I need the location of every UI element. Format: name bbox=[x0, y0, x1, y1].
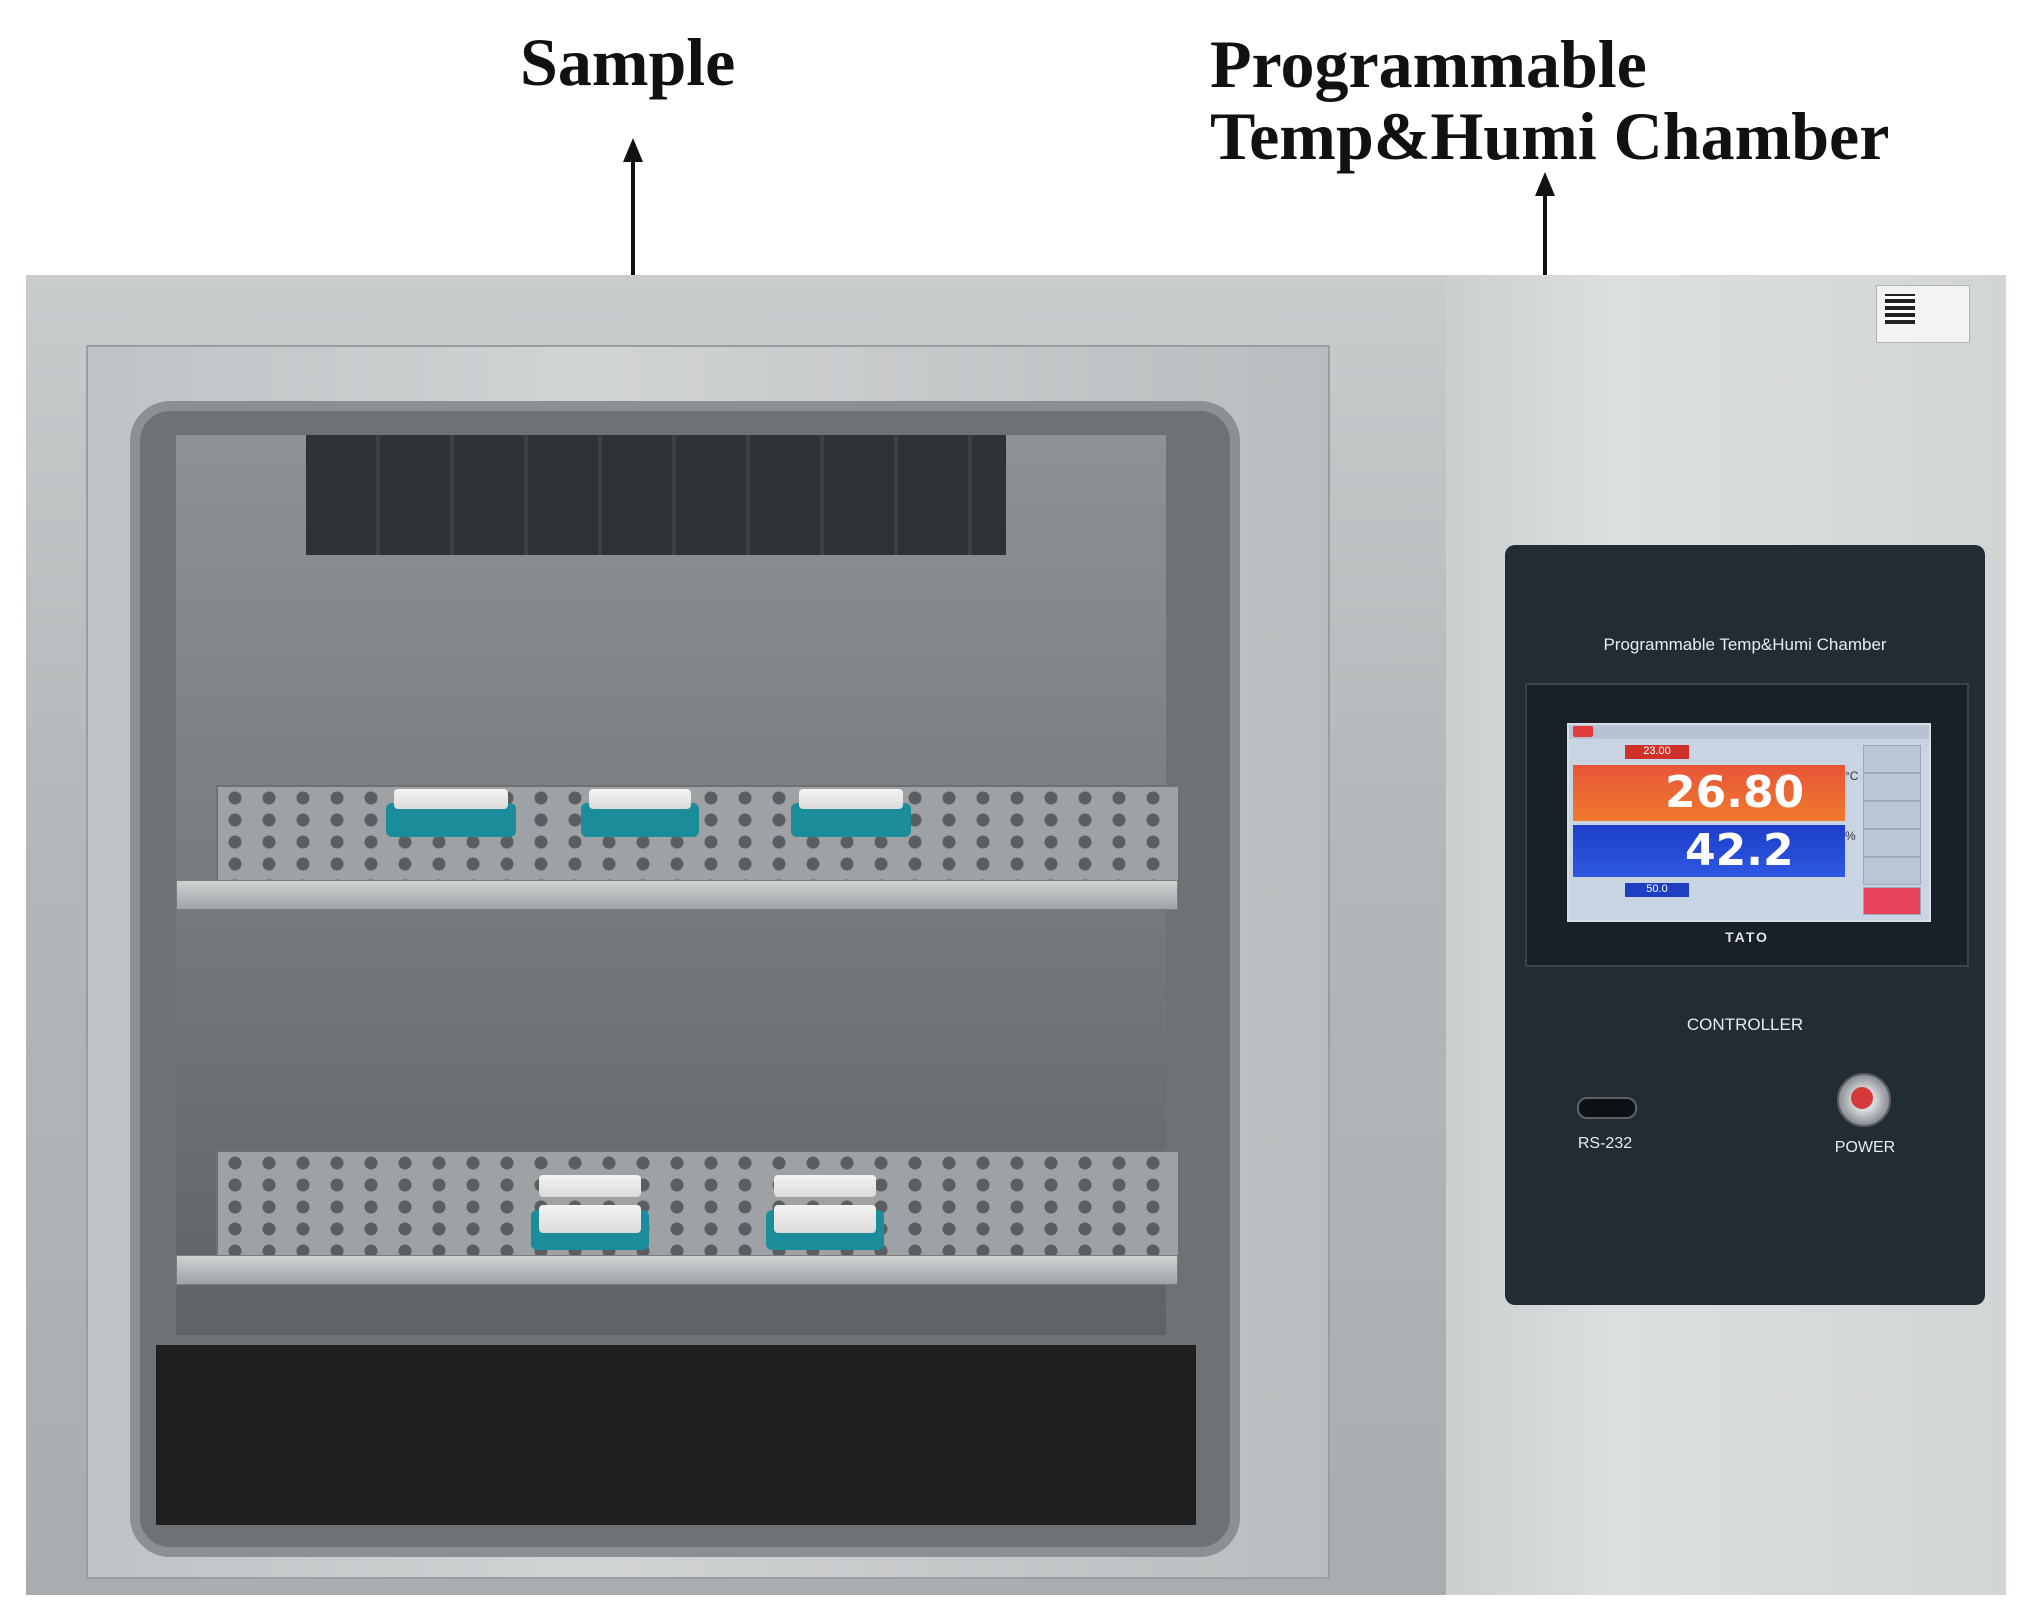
sample-specimen bbox=[394, 789, 508, 809]
humidity-setpoint: 50.0 bbox=[1625, 883, 1689, 897]
upper-shelf bbox=[216, 785, 1180, 889]
chamber-caption: Programmable Temp&Humi Chamber bbox=[1210, 28, 1889, 172]
sample-specimen bbox=[774, 1205, 876, 1233]
touchscreen-bezel: 23.00 26.80 °C 42.2 % 50.0 TATO bbox=[1525, 683, 1969, 967]
humidity-unit: % bbox=[1845, 829, 1856, 843]
humidity-reading: 42.2 bbox=[1685, 825, 1794, 876]
screen-menu-button[interactable] bbox=[1863, 745, 1921, 773]
chamber-arrow-head bbox=[1535, 172, 1555, 196]
fan-grille bbox=[306, 435, 1006, 555]
temperature-band: 26.80 bbox=[1573, 765, 1845, 821]
qr-sticker bbox=[1876, 285, 1970, 343]
sample-specimen bbox=[589, 789, 691, 809]
power-button[interactable] bbox=[1837, 1073, 1891, 1127]
sample-specimen bbox=[774, 1175, 876, 1197]
chamber-caption-line1: Programmable bbox=[1210, 26, 1647, 102]
screen-humidity-button[interactable] bbox=[1863, 857, 1921, 885]
screen-status-bar bbox=[1569, 725, 1929, 739]
sample-caption: Sample bbox=[520, 24, 736, 100]
touchscreen[interactable]: 23.00 26.80 °C 42.2 % 50.0 bbox=[1567, 723, 1931, 922]
power-label: POWER bbox=[1834, 1139, 1896, 1156]
screen-temp-button[interactable] bbox=[1863, 829, 1921, 857]
screen-alarm-icon[interactable] bbox=[1573, 726, 1593, 737]
door-frame bbox=[26, 275, 1446, 1595]
humidity-band: 42.2 bbox=[1573, 825, 1845, 877]
sample-specimen bbox=[799, 789, 903, 809]
controller-panel-title: Programmable Temp&Humi Chamber bbox=[1603, 635, 1887, 654]
temperature-setpoint: 23.00 bbox=[1625, 745, 1689, 759]
cavity-floor bbox=[156, 1345, 1196, 1525]
chamber-photo: Programmable Temp&Humi Chamber 23.00 26.… bbox=[26, 275, 2006, 1595]
qr-code-icon bbox=[1885, 294, 1915, 324]
rs232-label: RS-232 bbox=[1577, 1135, 1633, 1152]
sample-specimen bbox=[539, 1205, 641, 1233]
sample-specimen bbox=[539, 1175, 641, 1197]
lower-shelf-front bbox=[176, 1255, 1178, 1285]
controller-panel: Programmable Temp&Humi Chamber 23.00 26.… bbox=[1505, 545, 1985, 1305]
sample-arrow-head bbox=[623, 138, 643, 162]
lower-shelf bbox=[216, 1150, 1180, 1264]
controller-label: CONTROLLER bbox=[1686, 1015, 1804, 1034]
power-icon bbox=[1851, 1087, 1873, 1109]
screen-stop-button[interactable] bbox=[1863, 887, 1921, 915]
screen-page-button[interactable] bbox=[1863, 801, 1921, 829]
temperature-unit: °C bbox=[1845, 769, 1859, 783]
upper-shelf-front bbox=[176, 880, 1178, 910]
brand-logo: TATO bbox=[1725, 929, 1769, 945]
chamber-caption-line2: Temp&Humi Chamber bbox=[1210, 98, 1890, 174]
rs232-port[interactable] bbox=[1577, 1097, 1637, 1119]
temperature-reading: 26.80 bbox=[1665, 767, 1805, 818]
screen-nav-button[interactable] bbox=[1863, 773, 1921, 801]
